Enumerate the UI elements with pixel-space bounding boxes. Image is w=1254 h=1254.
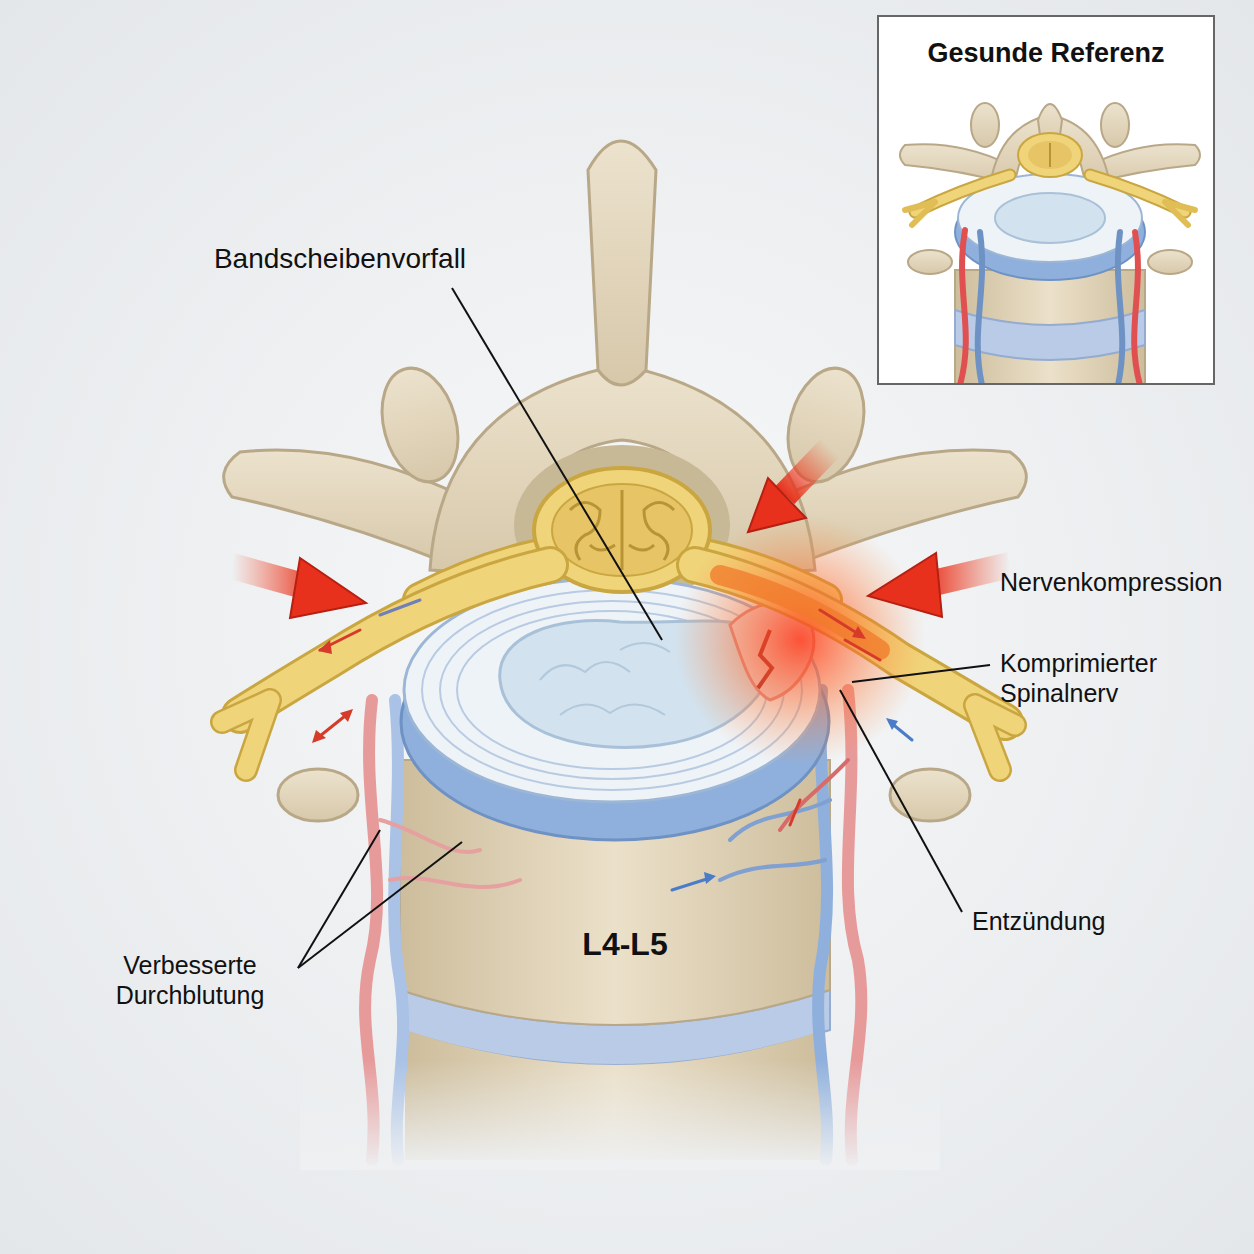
part-label: Nervenkompression (1000, 567, 1222, 597)
level-label: L4-L5 (545, 925, 705, 963)
part-label: Entzündung (972, 906, 1222, 936)
inset-heading: Gesunde Referenz (879, 17, 1213, 69)
part-label: Bandscheibenvorfall (150, 242, 530, 276)
part-label: Verbesserte Durchblutung (85, 950, 295, 1010)
inset-frame: Gesunde Referenz (877, 15, 1215, 385)
part-label: Komprimierter Spinalnerv (1000, 648, 1240, 708)
